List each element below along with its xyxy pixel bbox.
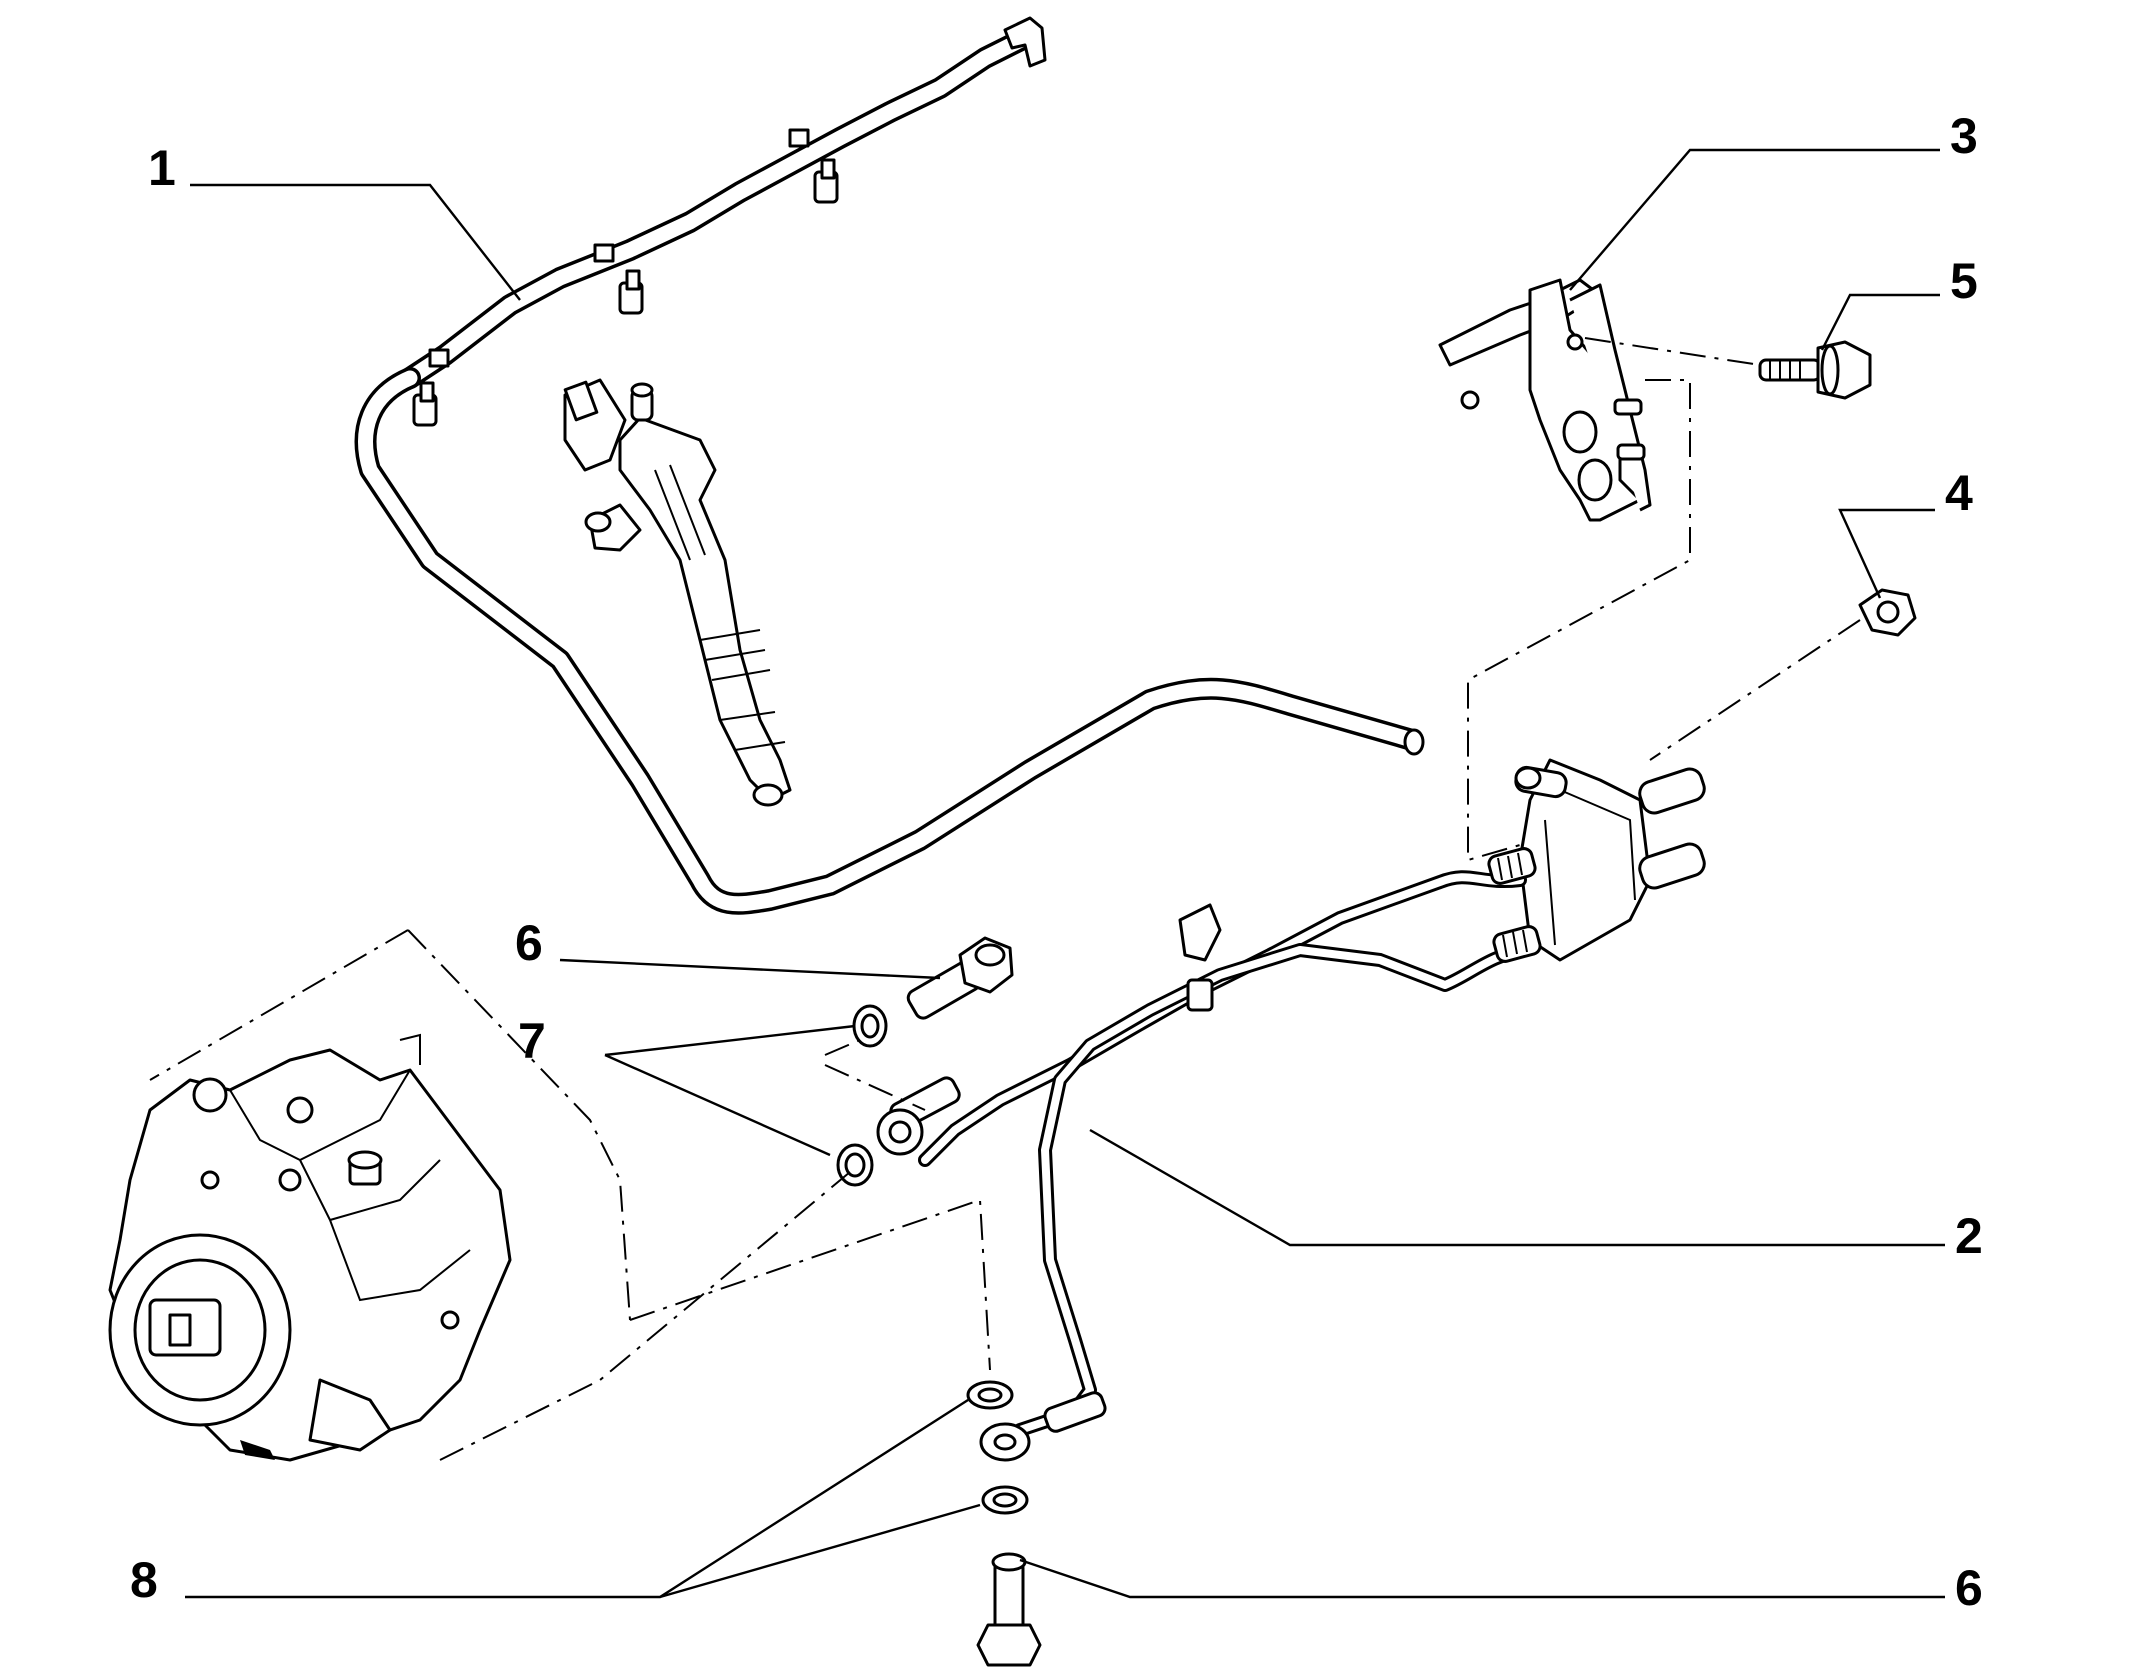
hollow-bolt-upper[interactable] (905, 936, 1014, 1021)
hollow-bolt-lower[interactable] (976, 1552, 1042, 1667)
flange-bolt[interactable] (1758, 340, 1872, 400)
bracket[interactable] (1438, 278, 1652, 522)
callout-8: 8 (130, 1552, 158, 1608)
assembly-guide-lines (149, 337, 1861, 1461)
callout-6-upper: 6 (515, 915, 543, 971)
callout-7: 7 (518, 1013, 546, 1069)
callout-5: 5 (1950, 253, 1978, 309)
sealing-washer-lower-1[interactable] (966, 1380, 1014, 1410)
callout-4: 4 (1945, 465, 1973, 521)
return-hose-assembly[interactable] (354, 16, 1425, 915)
sealing-washer-lower-2[interactable] (981, 1485, 1029, 1515)
fuel-pipe-assembly[interactable] (876, 758, 1707, 1462)
high-pressure-pump (108, 1033, 512, 1462)
leader-lines (185, 148, 1945, 1599)
sealing-washer-upper-1[interactable] (852, 1004, 888, 1048)
flange-nut[interactable] (1858, 588, 1917, 637)
callout-3: 3 (1950, 108, 1978, 164)
callout-labels: 1 2 3 4 5 6 6 7 8 (130, 108, 1983, 1616)
callout-6-lower: 6 (1955, 1560, 1983, 1616)
injector (563, 378, 792, 807)
callout-2: 2 (1955, 1208, 1983, 1264)
callout-1: 1 (148, 140, 176, 196)
